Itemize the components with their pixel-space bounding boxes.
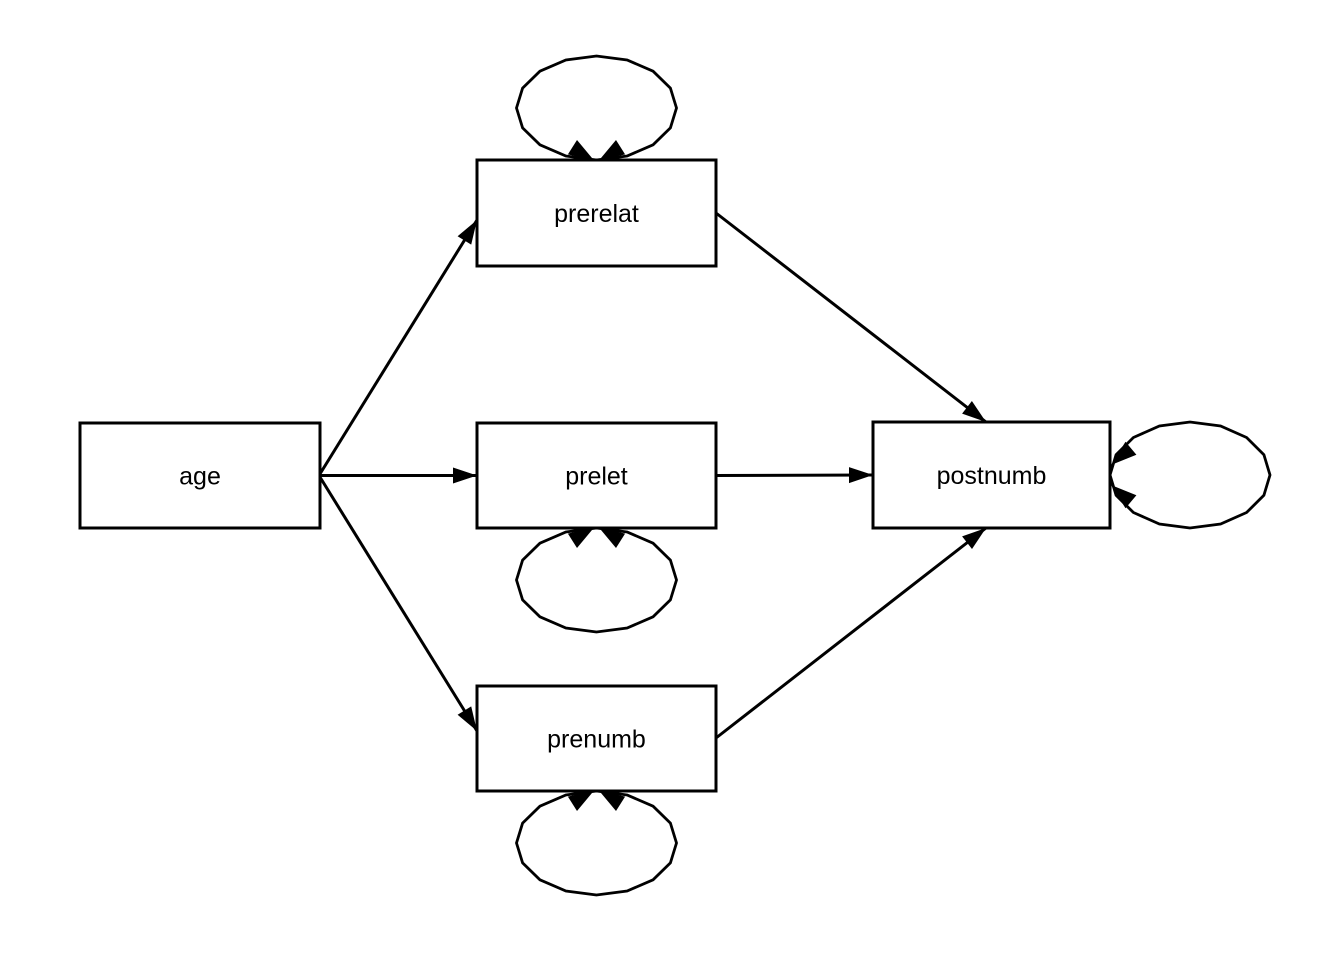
node-postnumb: postnumb	[871, 420, 1112, 530]
node-prenumb-box	[475, 684, 718, 793]
variance-loop-prenumb	[515, 789, 678, 897]
node-prelet: prelet	[475, 421, 718, 530]
arrowhead-age-prelet	[453, 467, 477, 484]
variance-arrowhead-prerelat-2	[598, 140, 626, 161]
node-prelet-box	[475, 421, 718, 530]
node-prenumb-label: prenumb	[547, 726, 646, 754]
variance-arrowhead-postnumb-1	[1111, 441, 1137, 465]
node-age-box	[78, 421, 322, 530]
node-prelet-label: prelet	[565, 463, 628, 491]
variance-arrowhead-prerelat-1	[567, 140, 595, 161]
arrowhead-prerelat-postnumb	[962, 401, 986, 422]
arrowhead-age-prerelat	[457, 220, 477, 245]
node-postnumb-label: postnumb	[937, 462, 1047, 490]
node-postnumb-box	[871, 420, 1112, 530]
edge-prerelat-postnumb	[715, 211, 987, 424]
node-prenumb: prenumb	[475, 684, 718, 793]
arrowhead-age-prenumb	[457, 706, 477, 731]
node-prerelat-label: prerelat	[554, 200, 639, 228]
variance-arrowhead-postnumb-2	[1111, 485, 1137, 509]
variance-arrowhead-prelet-2	[598, 527, 626, 548]
variance-loop-prelet	[515, 526, 678, 634]
arrowhead-prenumb-postnumb	[962, 528, 986, 549]
edge-prenumb-postnumb	[715, 526, 987, 740]
edge-prelet-postnumb	[715, 473, 874, 477]
variance-arrowhead-prenumb-2	[598, 790, 626, 811]
edge-age-prerelat	[317, 219, 479, 477]
variance-loop-postnumb	[1108, 420, 1272, 530]
variance-arrowhead-prenumb-1	[567, 790, 595, 811]
edges-layer	[317, 54, 1272, 897]
node-prerelat: prerelat	[475, 158, 718, 268]
node-prerelat-box	[475, 158, 718, 268]
variance-arrowhead-prelet-1	[567, 527, 595, 548]
node-age-label: age	[179, 463, 221, 491]
arrowhead-prelet-postnumb	[849, 467, 873, 484]
node-age: age	[78, 421, 322, 530]
edge-age-prenumb	[317, 474, 479, 732]
nodes-layer: age prerelat prelet prenumb postnumb	[78, 158, 1112, 793]
variance-loop-prerelat	[515, 54, 678, 162]
